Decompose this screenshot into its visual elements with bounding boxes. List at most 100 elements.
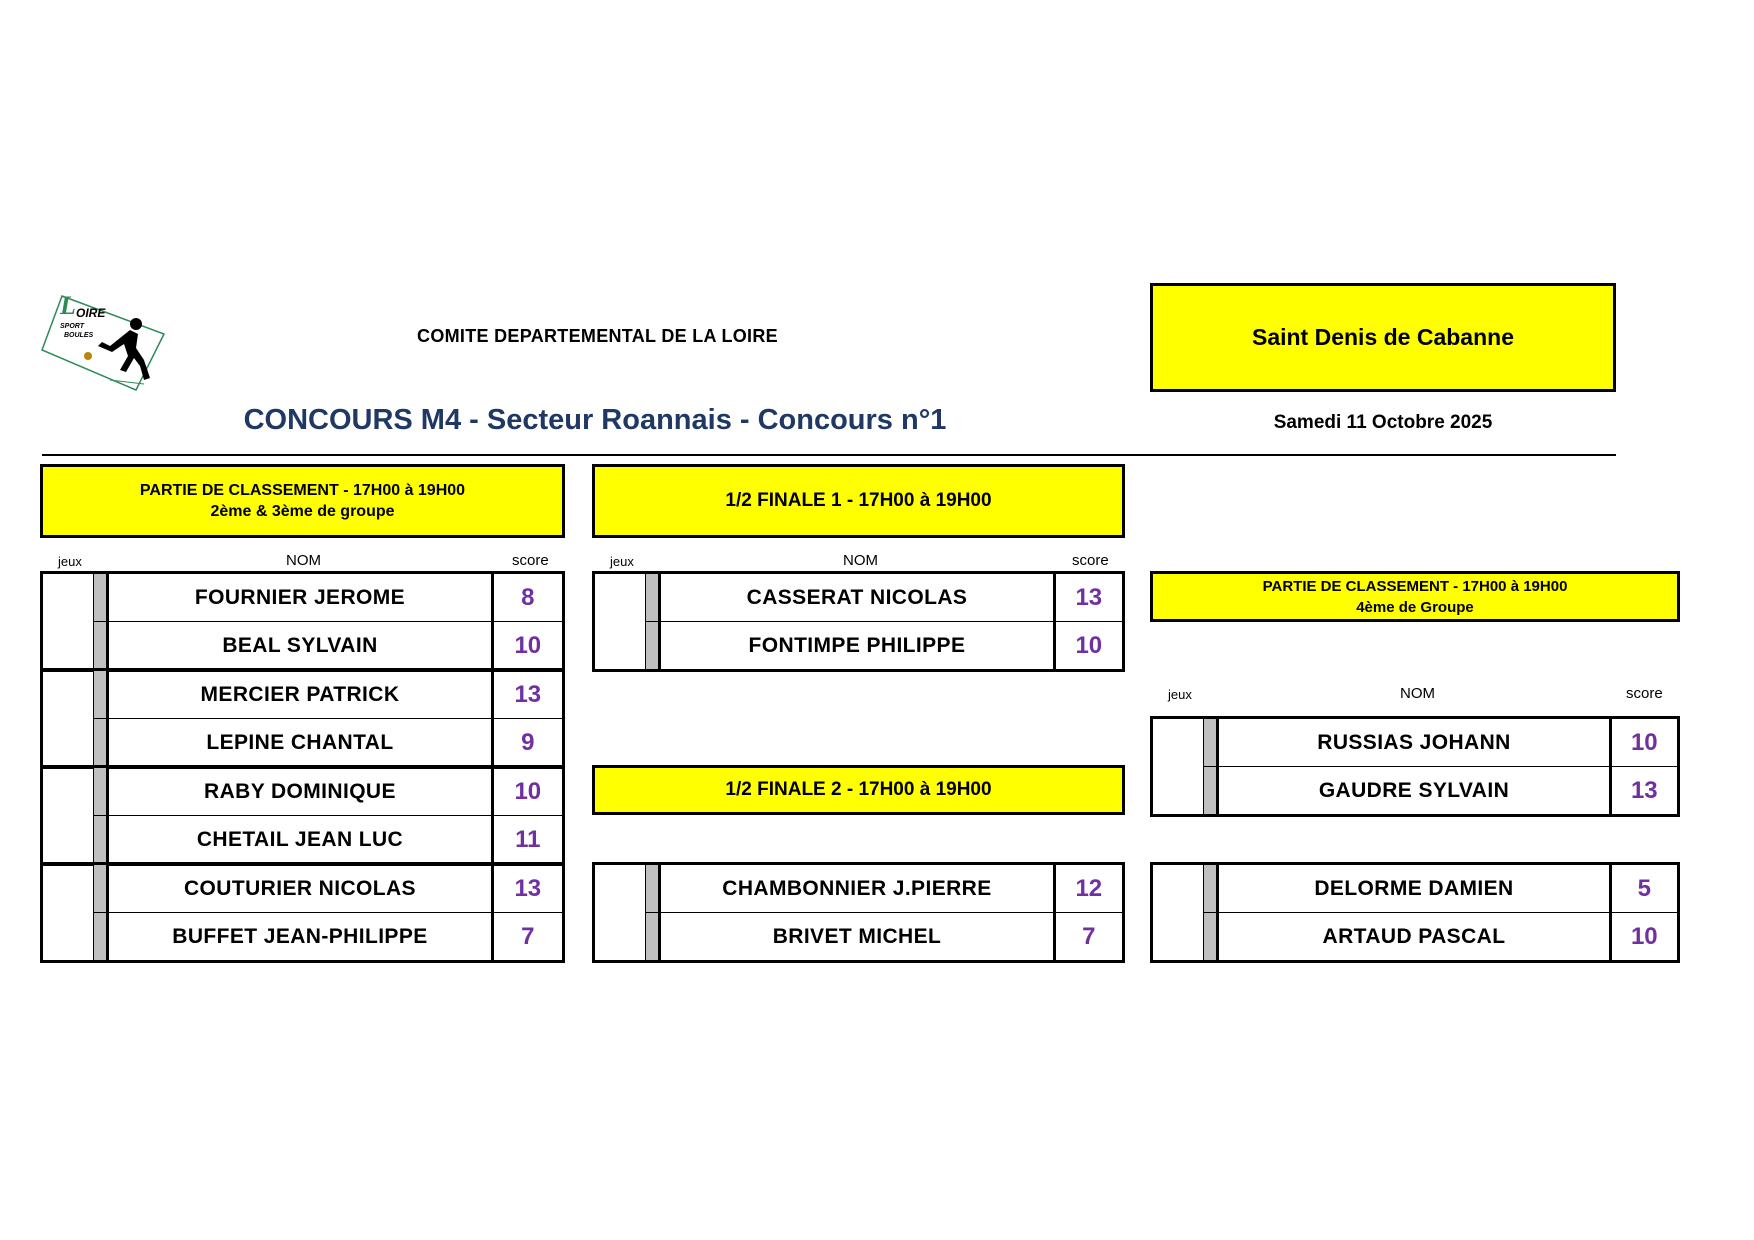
nom-label: NOM (843, 552, 878, 569)
table-row: FONTIMPE PHILIPPE 10 (594, 621, 1125, 671)
table-row: BRIVET MICHEL 7 (594, 912, 1125, 962)
row-bar (1203, 766, 1220, 816)
semi-final-1-title: 1/2 FINALE 1 - 17H00 à 19H00 (725, 490, 992, 511)
svg-text:BOULES: BOULES (64, 332, 94, 339)
player-name: LEPINE CHANTAL (107, 718, 493, 768)
match-table: COUTURIER NICOLAS 13 BUFFET JEAN-PHILIPP… (40, 862, 565, 963)
nom-label: NOM (1400, 685, 1435, 702)
player-name: CHAMBONNIER J.PIERRE (659, 863, 1055, 913)
jeux-label: jeux (610, 554, 634, 569)
svg-text:L: L (59, 291, 76, 320)
player-score: 13 (490, 863, 565, 913)
match-table: CHAMBONNIER J.PIERRE 12 BRIVET MICHEL 7 (592, 862, 1125, 963)
row-bar (1203, 912, 1220, 962)
player-score: 10 (1052, 621, 1125, 671)
row-bar (93, 766, 110, 816)
jeux-cell (40, 669, 94, 768)
table-row: CHAMBONNIER J.PIERRE 12 (592, 863, 1125, 962)
row-bar (645, 621, 662, 671)
row-bar (93, 718, 110, 768)
row-bar (645, 572, 662, 622)
player-name: BRIVET MICHEL (659, 912, 1055, 962)
row-bar (645, 912, 662, 962)
table-row: CHETAIL JEAN LUC 11 (42, 815, 565, 865)
venue-box: Saint Denis de Cabanne (1150, 283, 1616, 392)
classement-4-column-labels: jeux NOM score (1150, 685, 1680, 705)
svg-text:SPORT: SPORT (60, 323, 85, 330)
semi-final-2-title: 1/2 FINALE 2 - 17H00 à 19H00 (725, 779, 992, 800)
table-row: ARTAUD PASCAL 10 (1152, 912, 1680, 962)
row-bar (93, 815, 110, 865)
jeux-cell (1150, 863, 1204, 962)
nom-label: NOM (286, 552, 321, 569)
table-row: DELORME DAMIEN 5 (1150, 863, 1680, 962)
organization-name: COMITE DEPARTEMENTAL DE LA LOIRE (417, 326, 778, 346)
table-row: LEPINE CHANTAL 9 (42, 718, 565, 768)
semi-final-2-header: 1/2 FINALE 2 - 17H00 à 19H00 (592, 765, 1125, 815)
score-label: score (1072, 552, 1109, 569)
match-table: DELORME DAMIEN 5 ARTAUD PASCAL 10 (1150, 862, 1680, 963)
player-name: RUSSIAS JOHANN (1217, 717, 1611, 767)
jeux-label: jeux (58, 554, 82, 569)
classement-23-header-line1: PARTIE DE CLASSEMENT - 17H00 à 19H00 (139, 481, 466, 499)
player-name: COUTURIER NICOLAS (107, 863, 493, 913)
row-bar (93, 912, 110, 962)
player-score: 10 (490, 621, 565, 671)
player-score: 7 (1052, 912, 1125, 962)
classement-4-header-line1: PARTIE DE CLASSEMENT - 17H00 à 19H00 (1262, 577, 1568, 595)
classement-4-header-line2: 4ème de Groupe (1356, 598, 1474, 616)
player-name: GAUDRE SYLVAIN (1217, 766, 1611, 816)
table-row: BUFFET JEAN-PHILIPPE 7 (42, 912, 565, 962)
row-bar (1203, 863, 1220, 913)
classement-23-header-line2: 2ème & 3ème de groupe (210, 502, 395, 520)
player-name: CASSERAT NICOLAS (659, 572, 1055, 622)
row-bar (93, 621, 110, 671)
semi-final-column-labels: jeux NOM score (592, 552, 1125, 572)
loire-sport-boules-logo: L OIRE SPORT BOULES (40, 286, 166, 394)
jeux-label: jeux (1168, 687, 1192, 702)
page-title: CONCOURS M4 - Secteur Roannais - Concour… (243, 404, 947, 436)
table-row: GAUDRE SYLVAIN 13 (1152, 766, 1680, 816)
player-score: 10 (1608, 912, 1680, 962)
classement-4-header: PARTIE DE CLASSEMENT - 17H00 à 19H00 4èm… (1150, 571, 1680, 622)
player-name: MERCIER PATRICK (107, 669, 493, 719)
venue-name: Saint Denis de Cabanne (1251, 324, 1514, 350)
jeux-cell (40, 766, 94, 865)
table-row: RABY DOMINIQUE 10 (40, 766, 565, 865)
row-bar (1203, 717, 1220, 767)
table-row: MERCIER PATRICK 13 (40, 669, 565, 768)
player-score: 13 (1608, 766, 1680, 816)
semi-final-1-header: 1/2 FINALE 1 - 17H00 à 19H00 (592, 464, 1125, 538)
jeux-cell (592, 572, 646, 671)
player-score: 8 (490, 572, 565, 622)
score-label: score (512, 552, 549, 569)
event-date: Samedi 11 Octobre 2025 (1273, 412, 1493, 433)
match-table: RUSSIAS JOHANN 10 GAUDRE SYLVAIN 13 (1150, 716, 1680, 817)
player-score: 13 (1052, 572, 1125, 622)
table-row: FOURNIER JEROME 8 (40, 572, 565, 671)
jeux-cell (1150, 717, 1204, 816)
player-name: BEAL SYLVAIN (107, 621, 493, 671)
row-bar (93, 572, 110, 622)
row-bar (93, 863, 110, 913)
player-name: BUFFET JEAN-PHILIPPE (107, 912, 493, 962)
match-table: MERCIER PATRICK 13 LEPINE CHANTAL 9 (40, 668, 565, 769)
player-score: 10 (490, 766, 565, 816)
jeux-cell (40, 863, 94, 962)
player-score: 9 (490, 718, 565, 768)
player-score: 13 (490, 669, 565, 719)
score-label: score (1626, 685, 1663, 702)
player-name: RABY DOMINIQUE (107, 766, 493, 816)
player-name: ARTAUD PASCAL (1217, 912, 1611, 962)
table-row: RUSSIAS JOHANN 10 (1150, 717, 1680, 816)
table-row: COUTURIER NICOLAS 13 (40, 863, 565, 962)
player-score: 11 (490, 815, 565, 865)
svg-text:OIRE: OIRE (76, 306, 106, 320)
table-row: CASSERAT NICOLAS 13 (592, 572, 1125, 671)
jeux-cell (40, 572, 94, 671)
player-score: 7 (490, 912, 565, 962)
classement-23-header: PARTIE DE CLASSEMENT - 17H00 à 19H00 2èm… (40, 464, 565, 538)
match-table: RABY DOMINIQUE 10 CHETAIL JEAN LUC 11 (40, 765, 565, 866)
player-name: FOURNIER JEROME (107, 572, 493, 622)
player-score: 5 (1608, 863, 1680, 913)
